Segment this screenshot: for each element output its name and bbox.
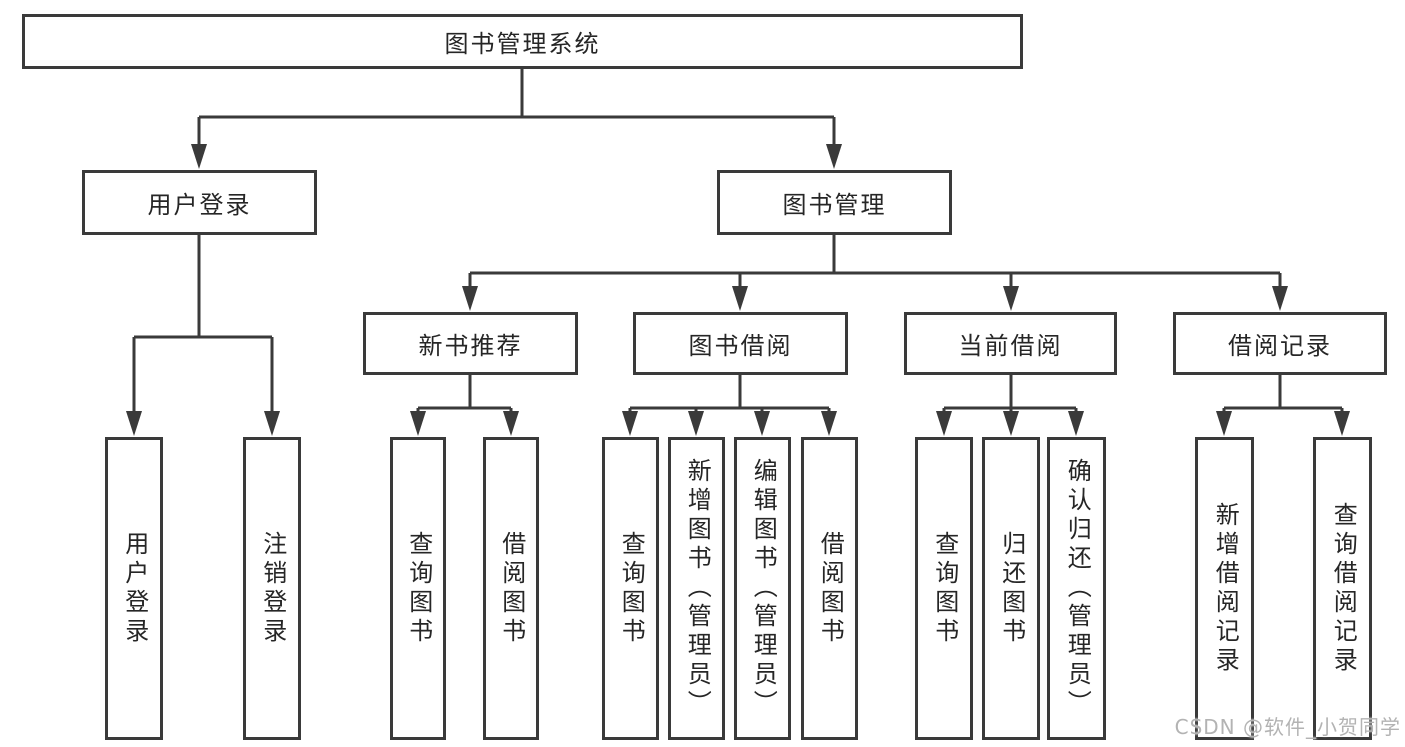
arrow-down-icon (1272, 286, 1288, 311)
arrow-down-icon (688, 411, 704, 436)
leaf-query-books-2-label: 查询图书 (617, 530, 646, 647)
arrow-down-icon (126, 411, 142, 436)
arrow-down-icon (821, 411, 837, 436)
leaf-confirm-return-admin: 确认归还（管理员） (1047, 437, 1106, 740)
leaf-user-login: 用户登录 (105, 437, 163, 740)
leaf-query-borrow-record: 查询借阅记录 (1313, 437, 1372, 740)
node-book-borrowing-label: 图书借阅 (688, 332, 793, 360)
node-new-book-recommend: 新书推荐 (363, 312, 578, 375)
leaf-return-books-label: 归还图书 (997, 530, 1026, 647)
arrow-down-icon (1003, 411, 1019, 436)
arrow-down-icon (732, 286, 748, 311)
leaf-logout: 注销登录 (243, 437, 301, 740)
arrow-down-icon (936, 411, 952, 436)
node-library-system: 图书管理系统 (22, 14, 1023, 69)
leaf-add-books-admin: 新增图书（管理员） (668, 437, 725, 740)
leaf-query-books-1-label: 查询图书 (404, 530, 433, 647)
leaf-borrow-books-1: 借阅图书 (483, 437, 539, 740)
leaf-add-books-admin-label: 新增图书（管理员） (683, 458, 712, 719)
leaf-query-borrow-record-label: 查询借阅记录 (1329, 501, 1358, 676)
arrow-down-icon (462, 286, 478, 311)
leaf-return-books: 归还图书 (982, 437, 1040, 740)
connector-borrowing-records-children (1222, 375, 1344, 414)
arrow-down-icon (503, 411, 519, 436)
leaf-add-borrow-record-label: 新增借阅记录 (1211, 501, 1240, 676)
node-book-management-label: 图书管理 (782, 191, 887, 219)
leaf-logout-label: 注销登录 (258, 530, 287, 647)
node-book-borrowing: 图书借阅 (633, 312, 848, 375)
leaf-edit-books-admin-label: 编辑图书（管理员） (749, 458, 778, 719)
leaf-borrow-books-1-label: 借阅图书 (497, 530, 526, 647)
connector-user-login-children (132, 235, 274, 414)
node-borrowing-records: 借阅记录 (1173, 312, 1387, 375)
node-user-login-label: 用户登录 (147, 191, 252, 219)
connector-root-to-level2 (197, 69, 836, 147)
leaf-borrow-books-2: 借阅图书 (801, 437, 858, 740)
node-book-management: 图书管理 (717, 170, 952, 235)
node-current-borrowing: 当前借阅 (904, 312, 1117, 375)
leaf-confirm-return-admin-label: 确认归还（管理员） (1063, 458, 1092, 719)
leaf-borrow-books-2-label: 借阅图书 (816, 530, 845, 647)
arrow-down-icon (1334, 411, 1350, 436)
arrow-down-icon (264, 411, 280, 436)
arrow-down-icon (826, 144, 842, 169)
node-borrowing-records-label: 借阅记录 (1228, 332, 1332, 360)
leaf-query-books-3: 查询图书 (915, 437, 973, 740)
leaf-query-books-3-label: 查询图书 (930, 530, 959, 647)
arrow-down-icon (191, 144, 207, 169)
connector-new-book-rec-children (416, 375, 513, 414)
arrow-down-icon (1068, 411, 1084, 436)
arrow-down-icon (1003, 286, 1019, 311)
connector-book-management-children (468, 235, 1282, 289)
node-user-login: 用户登录 (82, 170, 317, 235)
connector-current-borrowing-children (942, 375, 1078, 414)
node-library-system-label: 图书管理系统 (444, 30, 601, 58)
leaf-query-books-1: 查询图书 (390, 437, 446, 740)
connector-book-borrowing-children (628, 375, 831, 414)
arrow-down-icon (754, 411, 770, 436)
arrow-down-icon (622, 411, 638, 436)
csdn-watermark: CSDN @软件_小贺同学 (1174, 715, 1401, 739)
arrow-down-icon (1216, 411, 1232, 436)
leaf-query-books-2: 查询图书 (602, 437, 659, 740)
arrow-down-icon (410, 411, 426, 436)
leaf-edit-books-admin: 编辑图书（管理员） (734, 437, 791, 740)
node-current-borrowing-label: 当前借阅 (958, 332, 1063, 360)
leaf-add-borrow-record: 新增借阅记录 (1195, 437, 1254, 740)
node-new-book-recommend-label: 新书推荐 (418, 332, 523, 360)
leaf-user-login-label: 用户登录 (120, 530, 149, 647)
